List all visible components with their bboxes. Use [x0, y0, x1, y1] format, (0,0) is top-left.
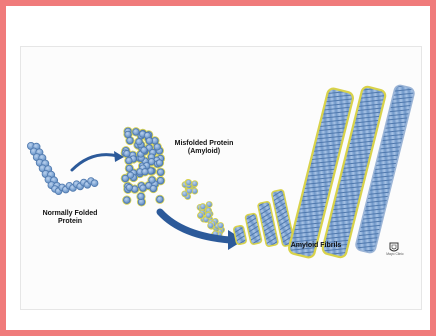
arrow-misfolding [72, 155, 118, 170]
protein-bead [141, 147, 147, 153]
label-misfolded-protein: Misfolded Protein (Amyloid) [160, 140, 248, 156]
protein-bead [192, 181, 198, 187]
protein-bead [208, 223, 214, 229]
long-fibrils [288, 84, 415, 259]
short-fibrils [233, 189, 294, 246]
mayo-clinic-logo [390, 243, 398, 251]
protein-bead [200, 204, 206, 210]
protein-bead [142, 169, 148, 175]
protein-bead [122, 175, 128, 181]
normally-folded-protein [27, 142, 98, 194]
protein-bead [127, 137, 133, 143]
protein-bead [136, 139, 142, 145]
protein-bead [218, 223, 224, 229]
protein-bead [91, 180, 98, 187]
protein-bead [138, 193, 144, 199]
protein-bead [186, 180, 192, 186]
protein-bead [148, 158, 154, 164]
protein-bead [149, 177, 155, 183]
protein-bead [157, 196, 163, 202]
protein-bead [156, 160, 162, 166]
protein-bead [126, 184, 132, 190]
protein-bead [148, 168, 154, 174]
misfolded-protein-cluster [121, 127, 165, 206]
protein-bead [133, 129, 139, 135]
label-normally-folded-protein: Normally Folded Protein [33, 210, 107, 226]
protein-bead [124, 197, 130, 203]
protein-bead [124, 150, 130, 156]
protein-bead [205, 212, 211, 218]
protein-bead [146, 138, 152, 144]
protein-bead [140, 185, 146, 191]
protein-bead [157, 169, 163, 175]
protein-bead [126, 157, 132, 163]
protein-bead [125, 131, 131, 137]
protein-bead [150, 185, 156, 191]
protein-bead [157, 177, 163, 183]
protein-bead [198, 212, 204, 218]
logo-caption: Mayo Clinic [380, 252, 410, 256]
label-amyloid-fibrils: Amyloid Fibrils [282, 242, 350, 250]
protein-bead [126, 165, 132, 171]
